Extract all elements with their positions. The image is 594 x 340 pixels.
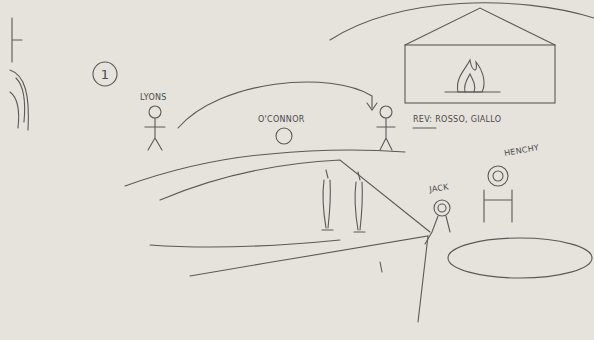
underline bbox=[413, 127, 436, 128]
arrow-head bbox=[367, 103, 377, 110]
fireplace bbox=[405, 8, 555, 103]
edge-stroke bbox=[12, 18, 22, 62]
stick-figure bbox=[145, 106, 165, 150]
seated-figure bbox=[425, 200, 450, 244]
table-edge bbox=[125, 150, 405, 186]
callout-circle: 1 bbox=[92, 61, 118, 87]
arc-stroke bbox=[330, 3, 594, 40]
character-name: O'CONNOR bbox=[258, 116, 305, 124]
character-name: JACK bbox=[429, 183, 450, 194]
round-table bbox=[448, 238, 592, 278]
table-edge bbox=[150, 240, 340, 247]
table-edge bbox=[160, 160, 430, 232]
note-text: REV: ROSSO, GIALLO bbox=[413, 116, 501, 124]
head bbox=[276, 128, 292, 144]
table-edge bbox=[190, 236, 428, 322]
candle bbox=[322, 170, 333, 230]
movement-arc bbox=[178, 82, 372, 128]
character-name: HENCHY bbox=[504, 144, 540, 158]
hatching bbox=[10, 70, 28, 130]
table-mark bbox=[380, 262, 382, 272]
callout-number: 1 bbox=[101, 68, 109, 81]
character-name: LYONS bbox=[140, 94, 167, 102]
candle bbox=[354, 172, 365, 232]
seated-figure bbox=[484, 166, 512, 222]
stick-figure bbox=[377, 106, 395, 150]
